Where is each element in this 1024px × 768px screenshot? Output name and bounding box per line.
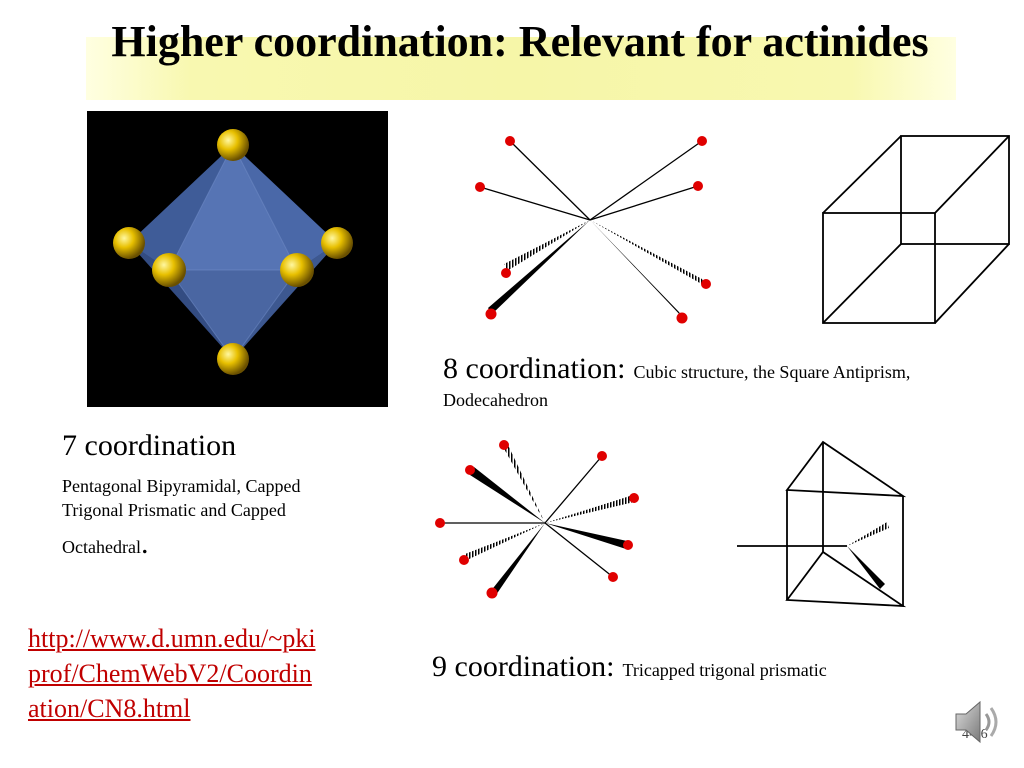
slide-title: Higher coordination: Relevant for actini…: [111, 17, 929, 66]
cn8-caption: 8 coordination: Cubic structure, the Squ…: [443, 350, 1003, 414]
source-link[interactable]: http://www.d.umn.edu/~pkiprof/ChemWebV2/…: [28, 624, 316, 723]
cn7-heading: 7 coordination: [62, 429, 237, 462]
cn8-heading: 8 coordination:: [443, 352, 626, 385]
cn7-caption: 7 coordination Pentagonal Bipyramidal, C…: [62, 428, 352, 559]
cn7-period: .: [140, 527, 149, 560]
cube-diagram: [815, 128, 1015, 333]
cn8-description: Cubic structure, the Square Antiprism, D…: [443, 362, 911, 410]
title-band: [86, 37, 956, 100]
cn7-description-end: Octahedral: [62, 537, 141, 557]
speaker-icon[interactable]: [950, 694, 1006, 755]
cn7-description: Pentagonal Bipyramidal, Capped Trigonal …: [62, 476, 301, 520]
cn9-heading: 9 coordination:: [432, 650, 615, 683]
cn9-stick-diagram: [430, 435, 645, 605]
cn8-stick-diagram: [470, 130, 720, 330]
cn9-caption: 9 coordination: Tricapped trigonal prism…: [432, 650, 992, 684]
cn9-description: Tricapped trigonal prismatic: [622, 660, 827, 680]
trigonal-prism-diagram: [735, 438, 925, 643]
octahedron-image: [87, 111, 388, 407]
